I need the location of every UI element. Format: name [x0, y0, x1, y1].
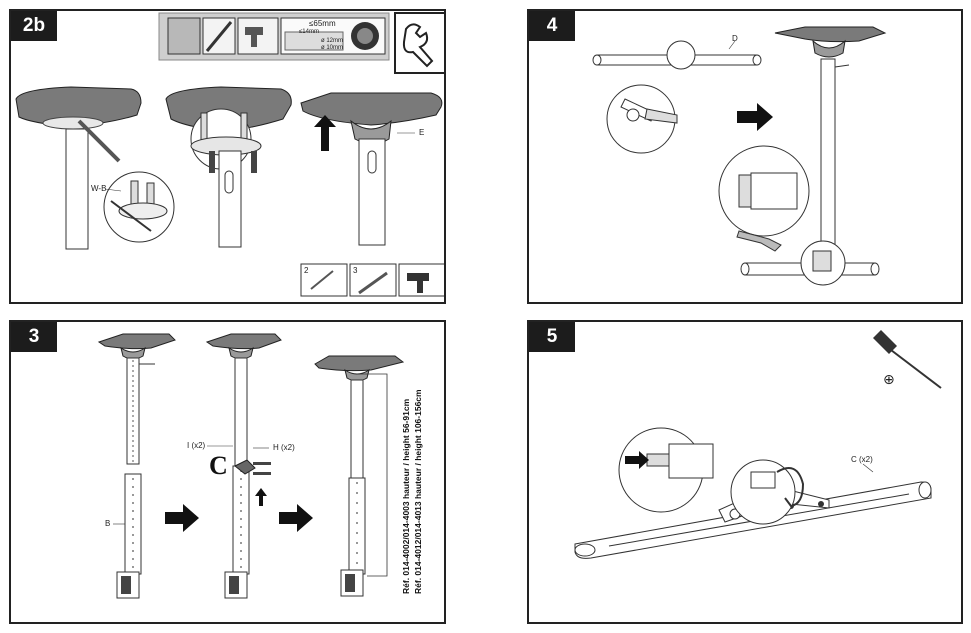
extension-pole — [820, 58, 836, 270]
arrow-right-icon — [165, 504, 199, 532]
pole-fig1 — [65, 128, 89, 250]
wall-icon — [167, 17, 201, 55]
step-panel-5: 5 ⊕ C (x2) — [527, 320, 963, 624]
part-label-h: H (x2) — [273, 443, 295, 452]
step-number-badge: 2b — [11, 11, 57, 41]
svg-text:C: C — [209, 451, 228, 480]
detail-magnifier-2 — [730, 459, 796, 525]
step-number-badge: 3 — [11, 322, 57, 352]
part-label-e: E — [419, 128, 424, 137]
tool-strip: ≤65mm ≤14mm ø 12mm ø 10mm — [158, 12, 390, 61]
drill-icon — [237, 17, 279, 55]
arrow-up-icon — [314, 115, 336, 151]
hint-number-2: 2 — [304, 266, 309, 275]
screw-diameter-2: ø 10mm — [321, 45, 343, 51]
pole-figure-c — [314, 355, 405, 597]
pole-figure-b: I (x2) H (x2) C — [187, 333, 295, 599]
arrow-right-icon — [737, 103, 773, 131]
part-label-i: I (x2) — [187, 441, 206, 450]
pole-figure-a: B — [97, 333, 176, 599]
ceiling-plate-fig3: E — [300, 92, 443, 246]
drill-icon — [407, 273, 429, 293]
reference-heights: Réf. 014-4002/014-4003 hauteur / height … — [401, 389, 423, 594]
arrow-right-icon — [279, 504, 313, 532]
arm-bracket-illustration-5: ⊕ C (x2) — [574, 330, 942, 559]
pole-assembly-illustration-3: B I (x2) H (x2) C — [97, 333, 423, 599]
wrench-icon — [736, 230, 782, 252]
hint-number-3: 3 — [353, 266, 358, 275]
wrench-icon — [394, 12, 444, 74]
part-label-d: D — [732, 34, 738, 43]
ceiling-plate-fig2 — [165, 86, 292, 248]
screw-diameter-1: ø 12mm — [321, 38, 343, 44]
anchor-depth-label: ≤14mm — [299, 29, 319, 35]
hint-boxes: 2 3 — [300, 263, 444, 297]
step-number-badge: 5 — [529, 322, 575, 352]
pole-fig2 — [218, 150, 242, 248]
part-label-b: B — [105, 519, 110, 528]
step-panel-4: 4 D — [527, 9, 963, 304]
part-label-c: C (x2) — [851, 455, 873, 464]
arm-attachment-illustration-4: D — [592, 26, 887, 286]
step-number-badge: 4 — [529, 11, 575, 41]
arrow-left-icon — [625, 451, 649, 469]
step-panel-3: 3 B I (x2) H (x2) — [9, 320, 446, 624]
part-label-wb: W-B — [91, 184, 106, 193]
drill-depth-label: ≤65mm — [309, 19, 336, 28]
phillips-symbol: ⊕ — [883, 372, 895, 388]
pencil-icon — [205, 21, 233, 52]
arrow-up-icon — [255, 488, 267, 506]
height-ref-line-1: Réf. 014-4002/014-4003 hauteur / height … — [401, 398, 411, 594]
wrench-icon — [644, 108, 678, 124]
screwdriver-icon — [873, 330, 942, 389]
screwdriver-icon — [77, 119, 121, 163]
ceiling-mount-illustration-2b: ≤65mm ≤14mm ø 12mm ø 10mm W-B — [15, 12, 444, 297]
ceiling-plate-fig1: W-B — [15, 86, 175, 250]
step-panel-2b: 2b ≤65mm ≤14mm ø 12mm ø 10mm — [9, 9, 446, 304]
height-ref-line-2: Réf. 014-4012/014-4013 hauteur / height … — [413, 389, 423, 594]
